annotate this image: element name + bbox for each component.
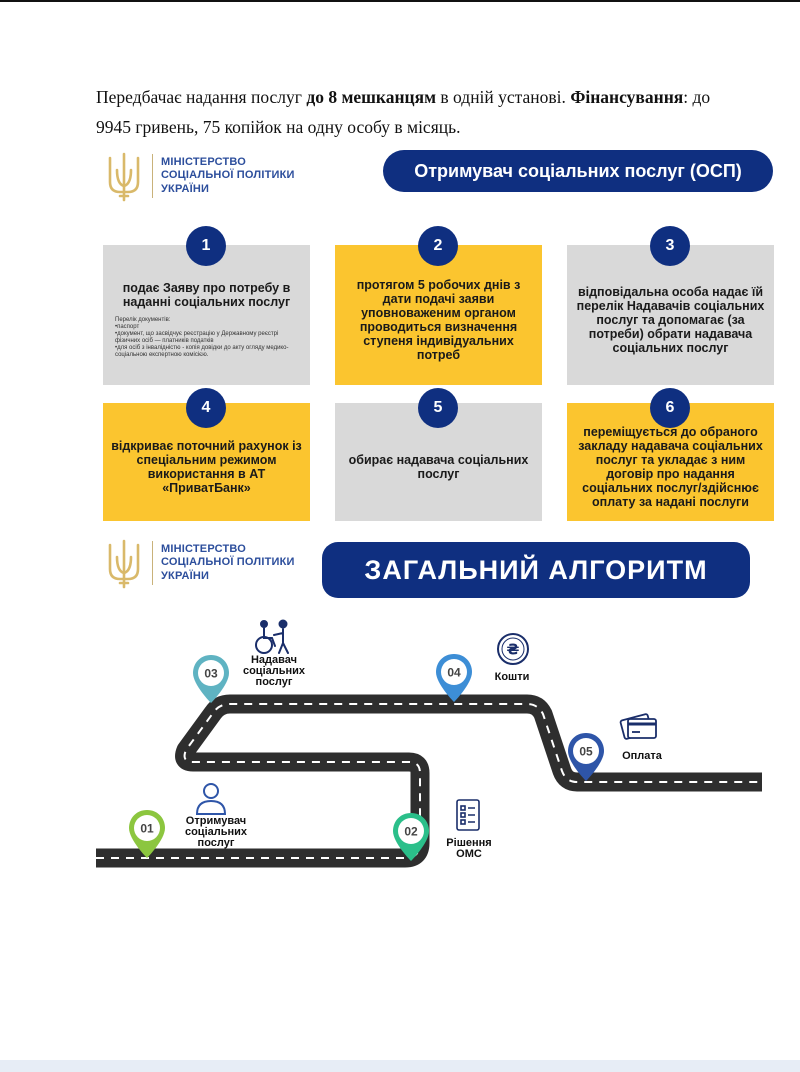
label-provider: Надавач соціальних послуг [242, 654, 306, 688]
ministry-line-1: МІНІСТЕРСТВО [161, 155, 247, 168]
step-4-text: відкриває поточний рахунок із спеціальни… [111, 439, 302, 495]
step-1-text: подає Заяву про потребу в наданні соціал… [122, 281, 291, 309]
map-pin-icon-04: 04 [436, 654, 472, 702]
step-badge-1: 1 [186, 226, 226, 266]
step-badge-2: 2 [418, 226, 458, 266]
pin-label-01: 01 [140, 822, 154, 836]
label-funds: Кошти [494, 671, 530, 683]
pin-label-03: 03 [204, 667, 218, 681]
pin-label-04: 04 [447, 666, 461, 680]
step-2-text: протягом 5 робочих днів з дати подачі за… [356, 278, 521, 362]
step-badge-5: 5 [418, 388, 458, 428]
step-5-text: обирає надавача соціальних послуг [348, 453, 529, 481]
docs-item: •паспорт [115, 324, 140, 330]
map-pin-icon-01: 01 [129, 810, 165, 858]
road-center-dashes [96, 703, 762, 859]
ministry-line-3: УКРАЇНИ [161, 182, 210, 195]
label-oms-decision: Рішення ОМС [446, 837, 492, 860]
step-6-text: переміщується до обраного закладу надава… [578, 425, 763, 509]
intro-text-3: : до 9945 гривень, 75 копійок на одну ос… [96, 86, 711, 137]
wheelchair-caregiver-icon [255, 619, 289, 654]
step-card-3: відповідальна особа надає їй перелік Над… [567, 245, 774, 385]
step-1-documents: Перелік документів: •паспорт •документ, … [111, 317, 302, 359]
ministry-logo-top: МІНІСТЕРСТВО СОЦІАЛЬНОЇ ПОЛІТИКИ УКРАЇНИ [104, 148, 295, 204]
pin-label-05: 05 [579, 745, 593, 759]
step-card-5: обирає надавача соціальних послуг [335, 403, 542, 521]
checklist-document-icon [456, 799, 480, 831]
step-card-6: переміщується до обраного закладу надава… [567, 403, 774, 521]
step-3-text: відповідальна особа надає їй перелік Над… [576, 285, 765, 355]
person-icon [195, 783, 227, 815]
step-badge-6: 6 [650, 388, 690, 428]
docs-item: •документ, що засвідчує реєстрацію у Дер… [115, 331, 279, 344]
intro-paragraph: Передбачає надання послуг до 8 мешканцям… [96, 82, 746, 142]
ministry-line-2: СОЦІАЛЬНОЇ ПОЛІТИКИ [161, 556, 295, 569]
intro-text-1: Передбачає надання послуг [96, 86, 307, 107]
step-badge-4: 4 [186, 388, 226, 428]
trident-icon [108, 152, 140, 202]
logo-separator [152, 541, 153, 585]
map-pin-icon-02: 02 [393, 813, 429, 861]
hryvnia-coin-icon: ₴ [497, 633, 529, 665]
step-card-1: подає Заяву про потребу в наданні соціал… [103, 245, 310, 385]
label-payment: Оплата [622, 750, 662, 762]
credit-cards-icon [619, 713, 657, 740]
step-card-2: протягом 5 робочих днів з дати подачі за… [335, 245, 542, 385]
map-pin-icon-05: 05 [568, 733, 604, 781]
ministry-line-3: УКРАЇНИ [161, 569, 210, 582]
pin-label-02: 02 [404, 825, 418, 839]
ministry-line-1: МІНІСТЕРСТВО [161, 542, 247, 555]
intro-bold-residents: до 8 мешканцям [306, 86, 437, 107]
algorithm-title-pill: ЗАГАЛЬНИЙ АЛГОРИТМ [322, 542, 750, 598]
step-badge-3: 3 [650, 226, 690, 266]
docs-item: •для осіб з інвалідністю - копія довідки… [115, 345, 289, 358]
docs-heading: Перелік документів: [115, 317, 171, 323]
ministry-name: МІНІСТЕРСТВО СОЦІАЛЬНОЇ ПОЛІТИКИ УКРАЇНИ [161, 156, 295, 197]
page-bottom-strip [0, 1060, 800, 1072]
logo-separator [152, 154, 153, 198]
ministry-logo-bottom: МІНІСТЕРСТВО СОЦІАЛЬНОЇ ПОЛІТИКИ УКРАЇНИ [104, 535, 295, 591]
map-pin-icon-03: 03 [193, 655, 229, 703]
hryvnia-sign: ₴ [507, 641, 520, 659]
label-recipient: Отримувач соціальних послуг [184, 815, 248, 849]
ministry-name: МІНІСТЕРСТВО СОЦІАЛЬНОЇ ПОЛІТИКИ УКРАЇНИ [161, 543, 295, 584]
top-border-line [0, 0, 800, 2]
intro-text-2: в одній установі. [436, 86, 571, 107]
osp-title-pill: Отримувач соціальних послуг (ОСП) [383, 150, 773, 192]
trident-icon [108, 539, 140, 589]
ministry-line-2: СОЦІАЛЬНОЇ ПОЛІТИКИ [161, 169, 295, 182]
intro-bold-funding: Фінансування [570, 86, 684, 107]
